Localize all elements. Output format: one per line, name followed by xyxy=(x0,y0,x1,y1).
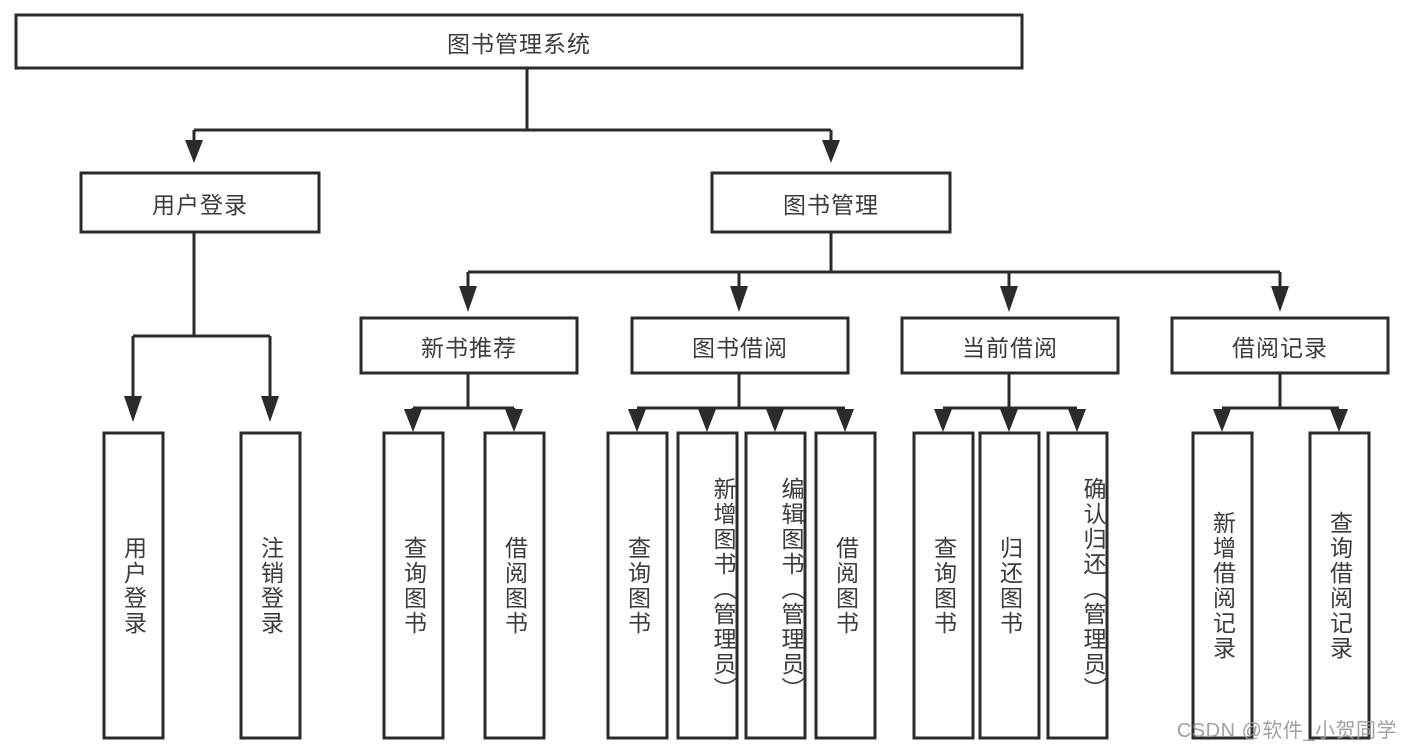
node-leaf-box[interactable] xyxy=(1191,431,1254,740)
node-root-box[interactable] xyxy=(14,13,1024,70)
arrow-bb-leaf-1 xyxy=(628,409,646,432)
arrow-bb-leaf-3 xyxy=(766,409,784,432)
arrow-bm-to-book-borrow xyxy=(730,286,748,312)
node-leaf-box[interactable] xyxy=(814,431,877,740)
node-user-login-box[interactable] xyxy=(79,171,321,234)
node-leaf-box[interactable] xyxy=(102,431,165,740)
watermark-text: CSDN @软件_小贺同学 xyxy=(1176,720,1397,742)
arrow-bm-to-borrow-record xyxy=(1271,286,1289,312)
arrow-bm-to-new-book-recommend xyxy=(459,286,477,312)
node-leaf-box[interactable] xyxy=(676,431,739,740)
node-leaf-box[interactable] xyxy=(382,431,445,740)
node-borrow-record-box[interactable] xyxy=(1170,316,1390,375)
node-book-borrow-box[interactable] xyxy=(630,316,850,375)
arrow-bm-to-current-borrow xyxy=(1000,286,1018,312)
node-leaf-box[interactable] xyxy=(1308,431,1371,740)
node-leaf-box[interactable] xyxy=(483,431,546,740)
node-leaf-box[interactable] xyxy=(1046,431,1109,740)
node-leaf-box[interactable] xyxy=(744,431,807,740)
arrow-nbr-leaf-1 xyxy=(404,409,422,432)
node-leaf-box[interactable] xyxy=(978,431,1041,740)
arrow-user-login-leaf-1 xyxy=(124,396,142,422)
node-leaf-box[interactable] xyxy=(606,431,669,740)
arrow-cb-leaf-2 xyxy=(1000,409,1018,432)
node-new-book-recommend-box[interactable] xyxy=(359,316,579,375)
node-leaf-box[interactable] xyxy=(239,431,302,740)
arrow-user-login-leaf-2 xyxy=(261,396,279,422)
arrow-br-leaf-2 xyxy=(1330,409,1348,432)
arrow-cb-leaf-1 xyxy=(934,409,952,432)
arrow-bb-leaf-4 xyxy=(836,409,854,432)
arrow-cb-leaf-3 xyxy=(1068,409,1086,432)
arrow-root-to-user-login xyxy=(185,140,203,163)
node-leaf-box[interactable] xyxy=(912,431,975,740)
arrow-root-to-book-management xyxy=(822,140,840,163)
node-book-management-box[interactable] xyxy=(710,171,952,234)
arrow-bb-leaf-2 xyxy=(698,409,716,432)
arrow-nbr-leaf-2 xyxy=(505,409,523,432)
arrow-br-leaf-1 xyxy=(1213,409,1231,432)
node-current-borrow-box[interactable] xyxy=(900,316,1120,375)
